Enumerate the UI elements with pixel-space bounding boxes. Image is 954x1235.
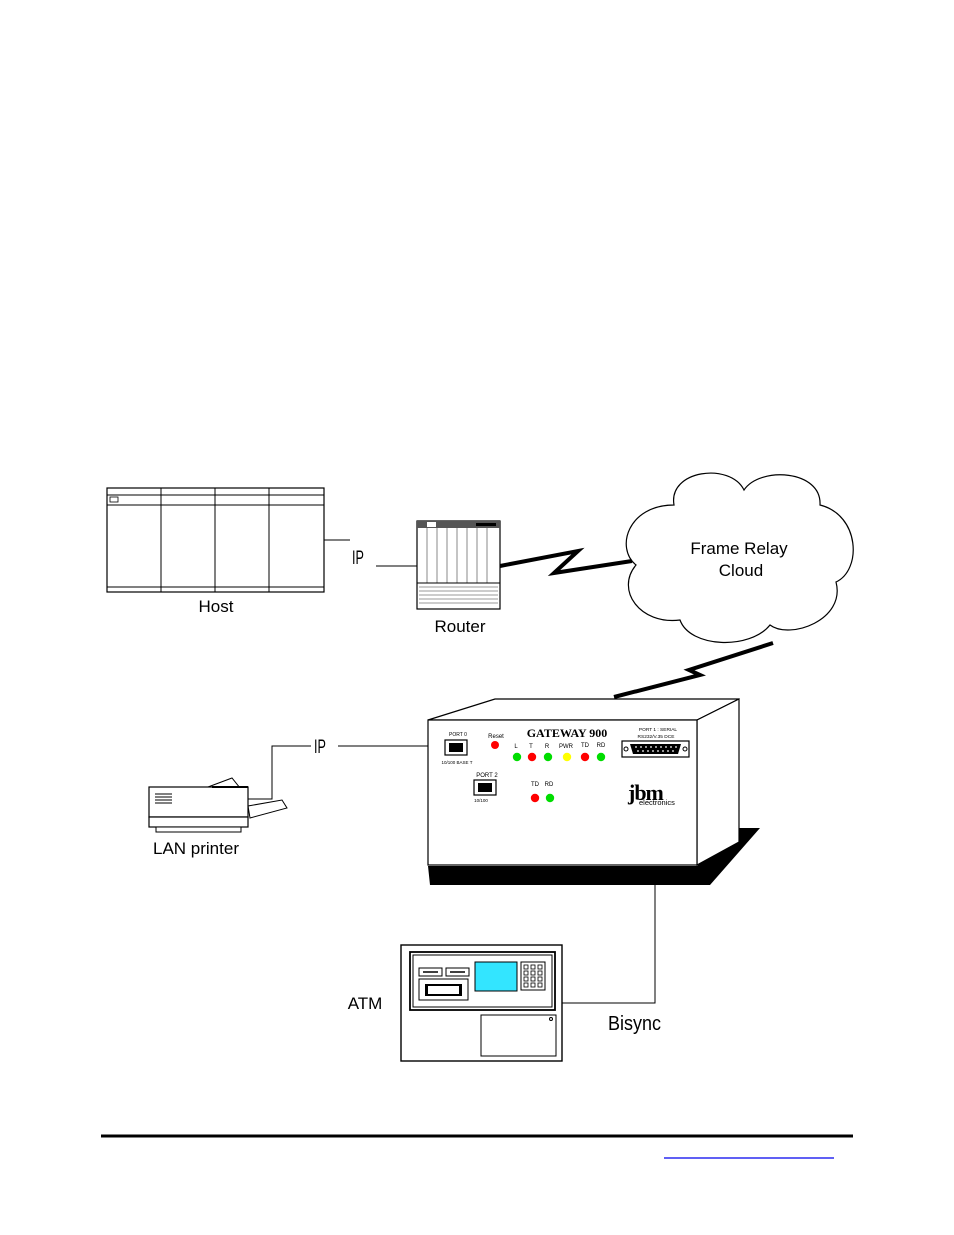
- lan-printer-label: LAN printer: [153, 839, 239, 858]
- brand-logo: jbm: [627, 780, 664, 805]
- port2-label: PORT 2: [476, 773, 498, 779]
- host-label: Host: [199, 597, 234, 616]
- port0-label: PORT 0: [449, 732, 467, 738]
- cloud-label-line2: Cloud: [719, 561, 763, 580]
- router-cloud-link: [499, 547, 633, 576]
- led-rd: [596, 752, 606, 762]
- led-td: [580, 752, 590, 762]
- led-t-label: T: [529, 744, 533, 750]
- led-pwr-label: PWR: [559, 744, 574, 750]
- reset-label: Reset: [488, 734, 504, 740]
- frame-relay-cloud: Frame Relay Cloud: [625, 472, 854, 643]
- reset-led: [491, 741, 499, 749]
- router-node: Router: [416, 520, 501, 636]
- printer-gateway-ip-link: IP: [248, 735, 428, 800]
- port2-td-label: TD: [531, 782, 540, 788]
- port2-td-led: [530, 793, 540, 803]
- port1-sublabel: RS232/V.35 DCE: [638, 734, 675, 740]
- led-td-label: TD: [581, 743, 590, 749]
- cloud-label-line1: Frame Relay: [690, 539, 788, 558]
- port2-rd-led: [545, 793, 555, 803]
- port2-sublabel: 10/100: [474, 798, 488, 803]
- atm-screen: [474, 961, 518, 992]
- host-router-ip-link: IP: [324, 539, 417, 569]
- port2-rd-label: RD: [545, 782, 554, 788]
- host-node: Host: [106, 487, 325, 616]
- cloud-gateway-link: [613, 641, 774, 699]
- led-t: [527, 752, 537, 762]
- gateway-shadow: [428, 828, 760, 885]
- port1-label: PORT 1 : SERIAL: [639, 727, 678, 733]
- led-l-label: L: [514, 744, 518, 750]
- gateway-title: GATEWAY 900: [527, 726, 608, 740]
- bisync-label: Bisync: [608, 1013, 661, 1035]
- brand-sublabel: electronics: [639, 798, 675, 807]
- port0-sublabel: 10/100 BASE T: [442, 760, 473, 765]
- led-pwr: [562, 752, 572, 762]
- atm-node: ATM: [348, 944, 563, 1062]
- ip-left-label: IP: [314, 735, 326, 758]
- led-r: [543, 752, 553, 762]
- led-l: [512, 752, 522, 762]
- led-r-label: R: [545, 744, 550, 750]
- ip-top-label: IP: [352, 546, 364, 569]
- lan-printer-node: LAN printer: [148, 777, 288, 858]
- router-label: Router: [434, 617, 485, 636]
- gateway-900-device: GATEWAY 900 PORT 0 10/100 BASE T Reset L…: [427, 698, 760, 885]
- atm-label: ATM: [348, 994, 383, 1013]
- atm-gateway-bisync-link: Bisync: [562, 880, 661, 1035]
- led-rd-label: RD: [597, 743, 606, 749]
